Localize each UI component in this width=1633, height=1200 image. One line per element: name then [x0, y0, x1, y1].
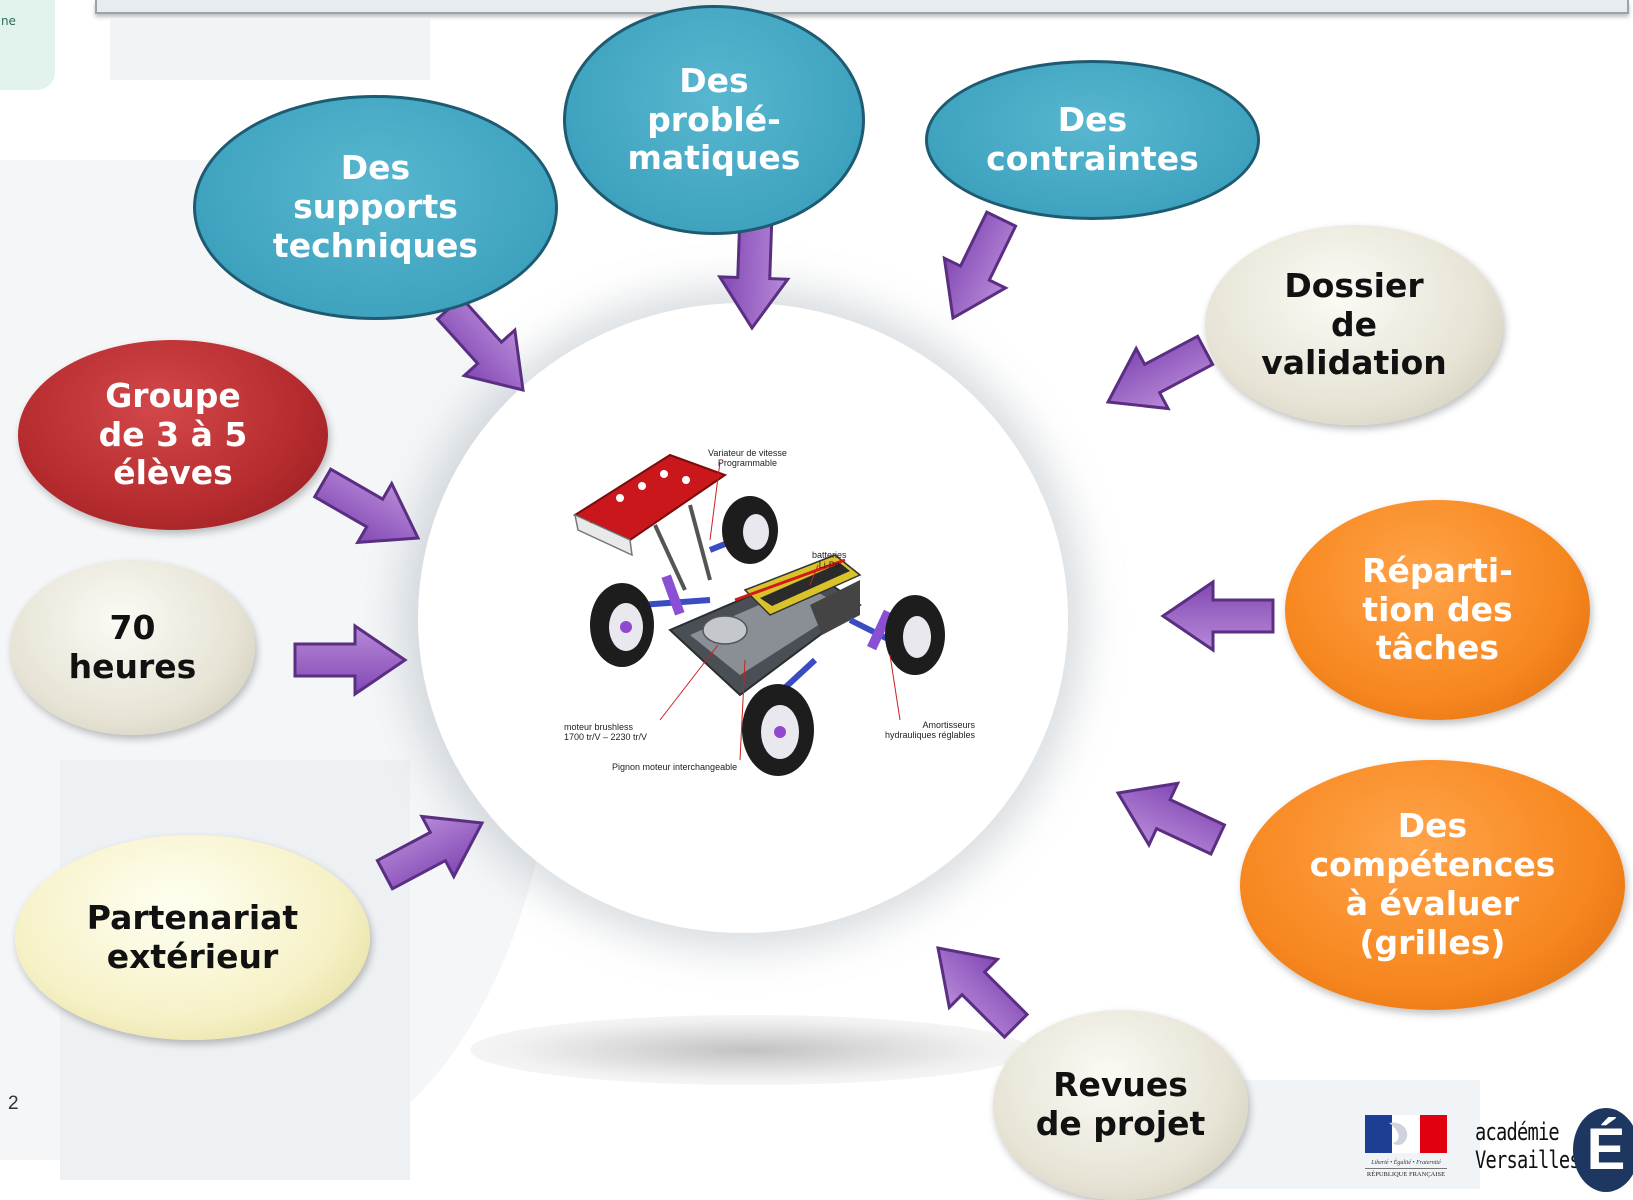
- arrow-repartition: [1161, 580, 1275, 652]
- bubble-competences-evaluer: Des compétences à évaluer (grilles): [1240, 760, 1625, 1010]
- background-shape: [110, 20, 430, 80]
- arrow-partenariat: [367, 791, 500, 907]
- bubble-groupe-label: Groupe de 3 à 5 élèves: [98, 375, 248, 493]
- bubble-competences-label: Des compétences à évaluer (grilles): [1309, 806, 1556, 962]
- academie-versailles-logo: académie Versailles É: [1475, 1100, 1633, 1192]
- bubble-problematiques-label: Des problé- matiques: [627, 60, 801, 178]
- label-amortisseurs: Amortisseurs hydrauliques réglables: [885, 720, 976, 741]
- rf-motto: Liberté • Égalité • Fraternité: [1371, 1160, 1441, 1166]
- title-bar: [95, 0, 1629, 14]
- bubble-dossier-label: Dossier de validation: [1261, 265, 1447, 383]
- bubble-contraintes-label: Des contraintes: [986, 100, 1199, 178]
- academie-line2: Versailles: [1475, 1146, 1581, 1174]
- academie-e-emblem: É: [1573, 1108, 1633, 1192]
- arrow-groupe: [304, 452, 437, 569]
- bubble-repartition-taches: Réparti- tion des tâches: [1285, 500, 1590, 720]
- republique-francaise-logo: Liberté • Égalité • Fraternité RÉPUBLIQU…: [1365, 1115, 1447, 1181]
- bubble-70-heures: 70 heures: [10, 560, 255, 735]
- corner-tile: onne: [0, 0, 55, 90]
- bubble-revues-projet: Revues de projet: [993, 1010, 1248, 1200]
- floor-shadow: [470, 1015, 1030, 1085]
- rc-car-image: [572, 453, 945, 776]
- arrow-dossier: [1090, 318, 1223, 434]
- bubble-groupe-eleves: Groupe de 3 à 5 élèves: [18, 340, 328, 530]
- bubble-dossier-validation: Dossier de validation: [1205, 225, 1503, 425]
- label-variateur: Variateur de vitesse Programmable: [708, 448, 787, 469]
- bubble-contraintes: Des contraintes: [925, 60, 1260, 220]
- label-batteries: batteries Li-Po: [812, 550, 847, 571]
- academie-line1: académie: [1475, 1118, 1560, 1146]
- bubble-partenariat-exterieur: Partenariat extérieur: [15, 835, 370, 1040]
- arrow-competences: [1102, 760, 1234, 872]
- bubble-repartition-label: Réparti- tion des tâches: [1362, 550, 1513, 668]
- wing-logo-text: TBM: [588, 515, 610, 526]
- bubble-partenariat-label: Partenariat extérieur: [86, 897, 299, 976]
- bubble-revues-label: Revues de projet: [1035, 1065, 1206, 1143]
- bubble-supports-label: Des supports techniques: [272, 148, 479, 265]
- rf-name: RÉPUBLIQUE FRANÇAISE: [1365, 1168, 1447, 1178]
- label-moteur: moteur brushless 1700 tr/V – 2230 tr/V: [564, 722, 648, 743]
- label-pignon: Pignon moteur interchangeable: [612, 762, 738, 772]
- page-number: 2: [8, 1093, 19, 1114]
- arrow-revues: [912, 922, 1042, 1052]
- arrow-contraintes: [920, 202, 1034, 335]
- tricolor-flag-icon: [1365, 1115, 1447, 1153]
- arrow-heures: [293, 624, 407, 696]
- corner-text: onne: [0, 14, 16, 28]
- academie-e-letter: É: [1586, 1117, 1626, 1182]
- bubble-heures-label: 70 heures: [68, 607, 197, 686]
- bubble-supports-techniques: Des supports techniques: [193, 95, 558, 320]
- bubble-problematiques: Des problé- matiques: [563, 5, 865, 235]
